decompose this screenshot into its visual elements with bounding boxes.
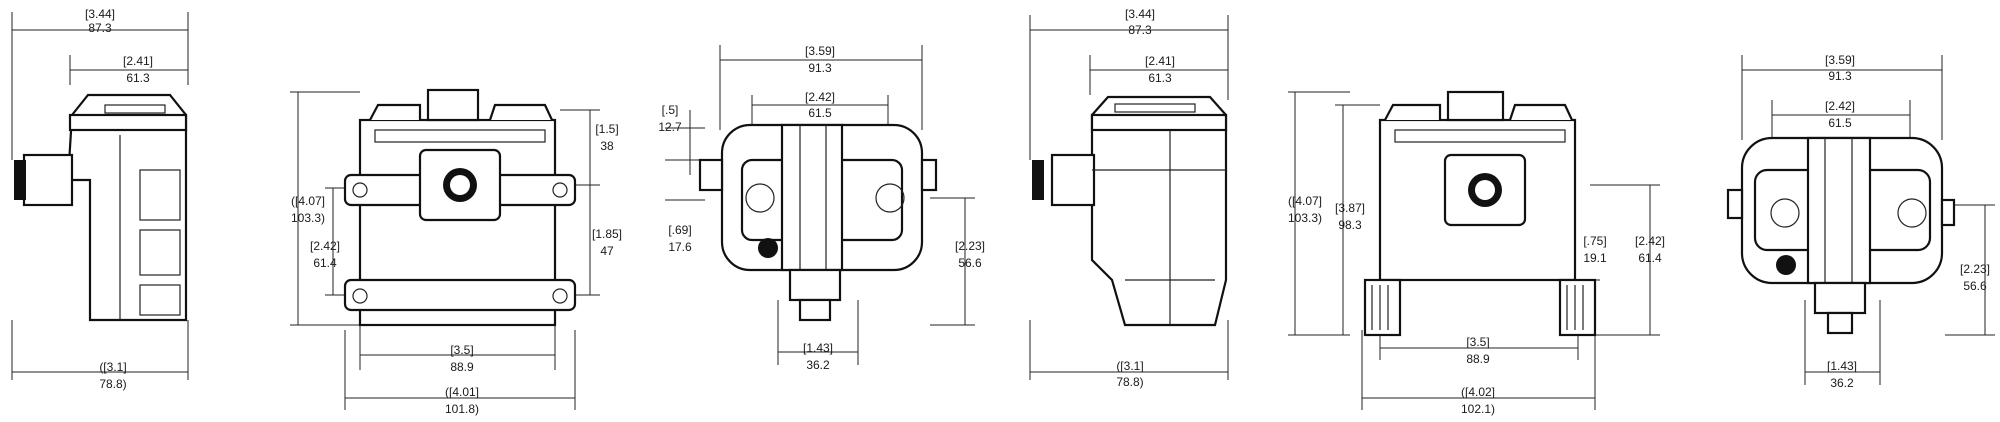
dim-14-in: [2.23] bbox=[955, 239, 985, 253]
dim-20-mm: 98.3 bbox=[1338, 218, 1362, 232]
front-view-1: ([4.07] 103.3) [1.5] 38 [2.42] 61.4 [1.8… bbox=[290, 88, 622, 416]
dim-3-mm: 78.8) bbox=[99, 377, 126, 391]
dim-5-in: [1.5] bbox=[595, 122, 618, 136]
dim-26-in: [2.42] bbox=[1825, 99, 1855, 113]
dim-10-mm: 91.3 bbox=[808, 61, 832, 75]
dim-17-mm: 61.3 bbox=[1148, 71, 1172, 85]
side-view-2: [3.44] 87.3 [2.41] 61.3 ([3.1] 78.8) bbox=[1029, 7, 1229, 389]
dim-15-mm: 36.2 bbox=[806, 358, 830, 372]
dim-6-mm: 61.4 bbox=[313, 256, 337, 270]
dim-18-in: ([3.1] bbox=[1116, 359, 1143, 373]
dim-17-in: [2.41] bbox=[1145, 54, 1175, 68]
dim-7-in: [1.85] bbox=[592, 227, 622, 241]
dim-23-mm: 88.9 bbox=[1466, 352, 1490, 366]
dim-23-in: [3.5] bbox=[1466, 335, 1489, 349]
dim-25-mm: 91.3 bbox=[1828, 69, 1852, 83]
dim-15-in: [1.43] bbox=[803, 341, 833, 355]
dim-2-mm: 61.3 bbox=[126, 71, 150, 85]
dim-9-in: ([4.01] bbox=[445, 385, 479, 399]
dim-14-mm: 56.6 bbox=[958, 256, 982, 270]
top-view-1: [3.59] 91.3 [2.42] 61.5 [.5] 12.7 [.69] … bbox=[658, 44, 985, 372]
dim-4-mm: 103.3) bbox=[291, 211, 325, 225]
dim-24-mm: 102.1) bbox=[1461, 402, 1495, 416]
dim-21-mm: 19.1 bbox=[1583, 251, 1607, 265]
dim-7-mm: 47 bbox=[600, 244, 614, 258]
dim-4-in: ([4.07] bbox=[291, 194, 325, 208]
dim-22-in: [2.42] bbox=[1635, 234, 1665, 248]
dim-5-mm: 38 bbox=[600, 139, 614, 153]
dim-12-in: [.5] bbox=[662, 103, 679, 117]
top-view-2: [3.59] 91.3 [2.42] 61.5 [2.23] 56.6 [1.4… bbox=[1726, 53, 1995, 390]
dim-1-mm: 87.3 bbox=[88, 21, 112, 35]
dim-12-mm: 12.7 bbox=[658, 120, 682, 134]
dim-1-in: [3.44] bbox=[85, 7, 115, 21]
dim-3-in: ([3.1] bbox=[99, 360, 126, 374]
dim-6-in: [2.42] bbox=[310, 239, 340, 253]
dim-22-mm: 61.4 bbox=[1638, 251, 1662, 265]
dim-9-mm: 101.8) bbox=[445, 402, 479, 416]
dim-27-mm: 56.6 bbox=[1963, 279, 1987, 293]
side-view-1: [3.44] 87.3 [2.41] 61.3 ([3.1] 78.8) bbox=[11, 7, 189, 391]
dim-10-in: [3.59] bbox=[805, 44, 835, 58]
dim-25-in: [3.59] bbox=[1825, 53, 1855, 67]
dim-20-in: [3.87] bbox=[1335, 201, 1365, 215]
dim-11-mm: 61.5 bbox=[808, 106, 832, 120]
dim-8-in: [3.5] bbox=[450, 343, 473, 357]
dim-13-in: [.69] bbox=[668, 223, 691, 237]
dim-24-in: ([4.02] bbox=[1461, 385, 1495, 399]
dim-18-mm: 78.8) bbox=[1116, 375, 1143, 389]
dim-2-in: [2.41] bbox=[123, 54, 153, 68]
dim-21-in: [.75] bbox=[1583, 234, 1606, 248]
dim-28-in: [1.43] bbox=[1827, 359, 1857, 373]
dim-28-mm: 36.2 bbox=[1830, 376, 1854, 390]
dim-19-in: ([4.07] bbox=[1288, 194, 1322, 208]
dim-8-mm: 88.9 bbox=[450, 360, 474, 374]
dim-16-mm: 87.3 bbox=[1128, 23, 1152, 37]
dim-16-in: [3.44] bbox=[1125, 7, 1155, 21]
dim-27-in: [2.23] bbox=[1960, 262, 1990, 276]
dim-19-mm: 103.3) bbox=[1288, 211, 1322, 225]
dim-26-mm: 61.5 bbox=[1828, 116, 1852, 130]
dim-11-in: [2.42] bbox=[805, 90, 835, 104]
front-view-2: ([4.07] 103.3) [3.87] 98.3 [.75] 19.1 [2… bbox=[1288, 90, 1665, 416]
dim-13-mm: 17.6 bbox=[668, 240, 692, 254]
